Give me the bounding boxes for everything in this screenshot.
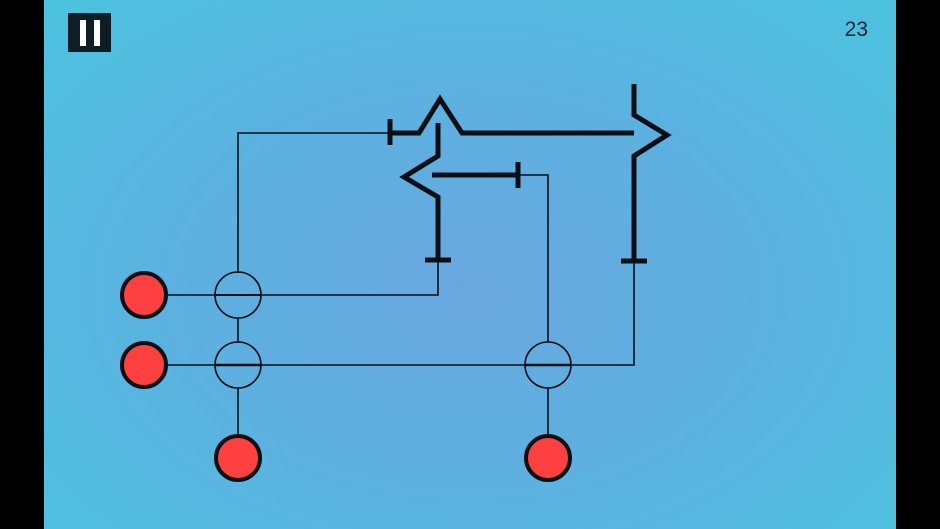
pause-button[interactable]: [68, 13, 111, 52]
red-node-left-top[interactable]: [120, 271, 168, 319]
game-board: 23: [44, 0, 896, 529]
piece-top-bar[interactable]: [387, 94, 634, 145]
red-nodes: [120, 271, 572, 482]
pause-icon-bar: [79, 19, 86, 46]
piece-right-zigzag[interactable]: [621, 84, 672, 264]
junction-group: [214, 271, 572, 389]
pause-icon-bar: [93, 19, 100, 46]
circuit-diagram: [120, 84, 672, 482]
red-node-bottom-left[interactable]: [214, 434, 262, 482]
thin-wires: [168, 132, 635, 436]
red-node-left-middle[interactable]: [120, 341, 168, 389]
piece-left-zigzag[interactable]: [399, 123, 521, 263]
score-counter: 23: [844, 18, 868, 41]
red-node-bottom-right[interactable]: [524, 434, 572, 482]
rotatable-pieces: [387, 84, 672, 264]
